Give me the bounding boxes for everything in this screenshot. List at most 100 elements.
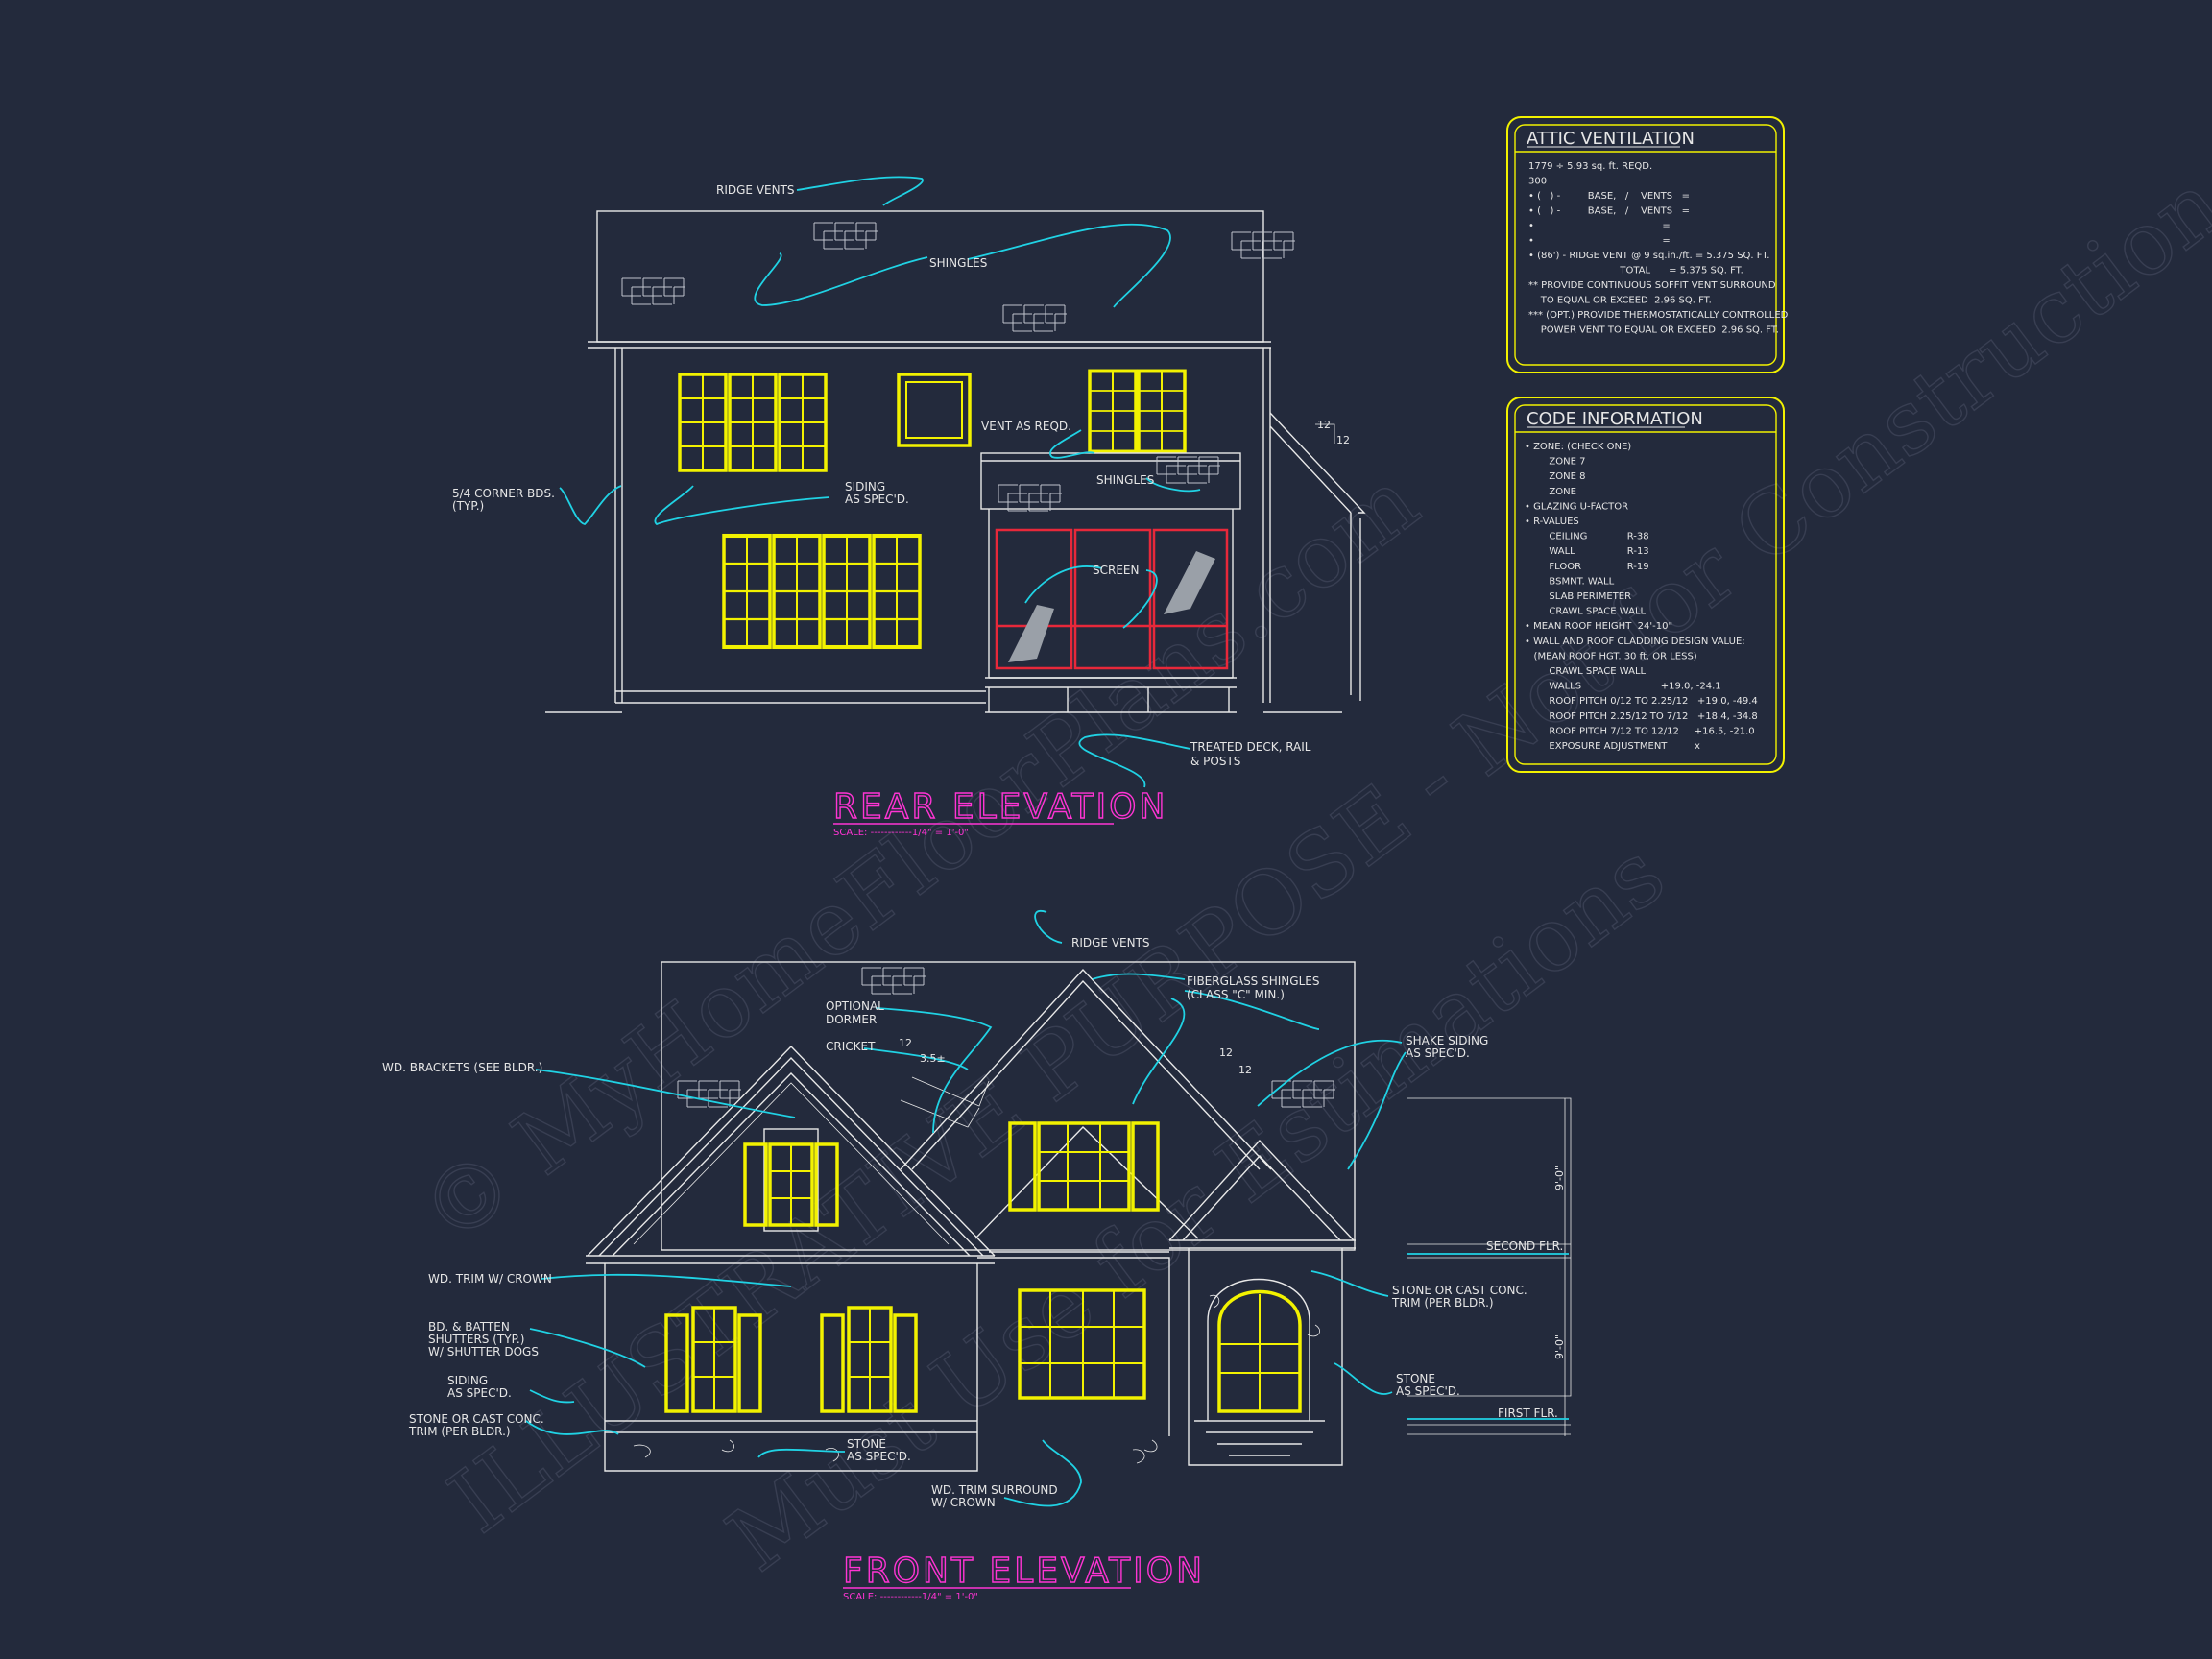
front-label-wd-trim: WD. TRIM W/ CROWN [428, 1272, 552, 1286]
code-information-title: CODE INFORMATION [1527, 409, 1703, 429]
front-elevation-drawing [586, 961, 1356, 1472]
rear-window-group-upper-left [678, 373, 828, 472]
rear-label-siding-spec: AS SPEC'D. [845, 493, 909, 506]
front-windows-center [1018, 1288, 1146, 1400]
front-label-shake-spec: AS SPEC'D. [1406, 1046, 1470, 1060]
front-label-fiberglass: FIBERGLASS SHINGLES [1187, 974, 1319, 988]
rear-window-group-lower [724, 536, 920, 647]
code-information-line: • ZONE: (CHECK ONE) [1525, 442, 1631, 452]
front-labels: RIDGE VENTS FIBERGLASS SHINGLES (CLASS "… [382, 936, 1566, 1509]
watermark: © MyHomeFloorPlans.com ILLUSTRATIVE PURP… [401, 153, 2212, 1592]
front-label-wd-trim-crown: W/ CROWN [931, 1496, 996, 1509]
code-information-line: WALL R-13 [1525, 546, 1649, 557]
code-information-line: CRAWL SPACE WALL [1525, 607, 1647, 617]
front-label-stone-right: STONE [1396, 1372, 1435, 1385]
rear-label-corner-bds-typ: (TYP.) [452, 499, 484, 513]
attic-ventilation-box: ATTIC VENTILATION 1779 ÷ 5.93 sq. ft. RE… [1506, 116, 1789, 373]
attic-ventilation-line: POWER VENT TO EQUAL OR EXCEED 2.96 SQ. F… [1528, 325, 1779, 336]
code-information-line: (MEAN ROOF HGT. 30 ft. OR LESS) [1525, 651, 1697, 661]
front-label-dormer: DORMER [826, 1013, 877, 1026]
front-pitch-a-run: 12 [899, 1037, 912, 1049]
code-information-line: ZONE 8 [1525, 471, 1586, 482]
rear-label-deck-posts: & POSTS [1190, 755, 1240, 768]
rear-label-corner-bds: 5/4 CORNER BDS. [452, 487, 555, 500]
front-label-stone-trim-right-bldr: TRIM (PER BLDR.) [1391, 1296, 1494, 1310]
code-information-line: ROOF PITCH 2.25/12 TO 7/12 +18.4, -34.8 [1525, 711, 1758, 722]
front-label-ridge-vents: RIDGE VENTS [1071, 936, 1150, 950]
code-information-line: ZONE 7 [1525, 457, 1586, 468]
attic-ventilation-line: TO EQUAL OR EXCEED 2.96 SQ. FT. [1528, 296, 1712, 306]
rear-roof [596, 210, 1264, 343]
front-label-second-flr: SECOND FLR. [1486, 1239, 1563, 1253]
rear-label-vent: VENT AS REQD. [981, 420, 1071, 433]
front-elevation-title: FRONT ELEVATION [843, 1551, 1205, 1591]
front-label-optional: OPTIONAL [826, 999, 884, 1013]
attic-ventilation-line: • (86') - RIDGE VENT @ 9 sq.in./ft. = 5.… [1528, 251, 1769, 261]
front-window-left-dormer [743, 1142, 839, 1227]
rear-leaders [559, 176, 1335, 788]
code-information-line: ZONE [1525, 487, 1576, 497]
rear-label-shingles: SHINGLES [929, 256, 987, 270]
rear-elevation-scale: SCALE: ------------1/4" = 1'-0" [833, 828, 969, 838]
front-pitch-b-run: 12 [1219, 1046, 1233, 1059]
front-label-stone-mid-spec: AS SPEC'D. [847, 1450, 911, 1463]
front-pitch-b-rise: 12 [1238, 1064, 1252, 1076]
attic-ventilation-lines: 1779 ÷ 5.93 sq. ft. REQD. 300 • ( ) - BASE… [1528, 161, 1789, 336]
front-label-wd-trim-surround: WD. TRIM SURROUND [931, 1483, 1058, 1497]
front-window-right-dormer [1008, 1121, 1160, 1212]
front-label-stone-trim-left-bldr: TRIM (PER BLDR.) [408, 1425, 511, 1438]
attic-ventilation-line: TOTAL = 5.375 SQ. FT. [1528, 266, 1743, 276]
rear-pitch-rise: 12 [1317, 419, 1331, 431]
rear-label-ridge-vents: RIDGE VENTS [716, 183, 795, 197]
attic-ventilation-line: 300 [1528, 177, 1547, 187]
front-label-fiberglass-class: (CLASS "C" MIN.) [1187, 988, 1285, 1001]
front-entry-door [1194, 1278, 1325, 1456]
rear-porch-roof [980, 452, 1241, 510]
front-label-siding-spec: AS SPEC'D. [447, 1386, 512, 1400]
attic-ventilation-line: • = [1528, 236, 1671, 247]
attic-ventilation-line: • ( ) - BASE, / VENTS = [1528, 191, 1690, 202]
rear-vent-window [897, 373, 972, 447]
code-information-lines: • ZONE: (CHECK ONE) ZONE 7 ZONE 8 ZONE • … [1525, 442, 1758, 752]
front-label-stone-mid: STONE [847, 1437, 886, 1451]
rear-elevation-title: REAR ELEVATION [833, 787, 1167, 827]
front-label-shutters: SHUTTERS (TYP.) [428, 1333, 524, 1346]
rear-window-group-upper-right [1088, 369, 1187, 453]
front-label-shake: SHAKE SIDING [1406, 1034, 1488, 1047]
front-dim-upper: 9'-0" [1553, 1166, 1566, 1190]
code-information-line: • GLAZING U-FACTOR [1525, 501, 1628, 512]
code-information-line: BSMNT. WALL [1525, 576, 1615, 587]
code-information-line: CEILING R-38 [1525, 532, 1649, 542]
rear-elevation-drawing [545, 210, 1366, 713]
rear-label-screen: SCREEN [1093, 564, 1139, 577]
front-label-shutter-dogs: W/ SHUTTER DOGS [428, 1345, 539, 1358]
code-information-line: FLOOR R-19 [1525, 562, 1649, 572]
code-information-box: CODE INFORMATION • ZONE: (CHECK ONE) ZON… [1506, 397, 1785, 773]
code-information-line: • MEAN ROOF HEIGHT 24'-10" [1525, 621, 1672, 632]
front-leaders [525, 909, 1572, 1507]
code-information-line: • WALL AND ROOF CLADDING DESIGN VALUE: [1525, 637, 1745, 647]
rear-label-siding: SIDING [845, 480, 885, 493]
front-pitch-a-rise: 3.5± [920, 1052, 946, 1065]
code-information-line: SLAB PERIMETER [1525, 591, 1631, 602]
front-label-stone-trim-left: STONE OR CAST CONC. [409, 1412, 544, 1426]
rear-label-porch-shingles: SHINGLES [1096, 473, 1154, 487]
front-window-gable-left [763, 1128, 819, 1232]
attic-ventilation-line: • = [1528, 221, 1671, 231]
rear-pitch-run: 12 [1336, 434, 1350, 446]
attic-ventilation-line: 1779 ÷ 5.93 sq. ft. REQD. [1528, 161, 1652, 172]
rear-labels: RIDGE VENTS SHINGLES 5/4 CORNER BDS. (TY… [452, 183, 1350, 768]
front-label-stone-right-spec: AS SPEC'D. [1396, 1384, 1460, 1398]
attic-ventilation-title: ATTIC VENTILATION [1527, 129, 1695, 149]
attic-ventilation-line: • ( ) - BASE, / VENTS = [1528, 206, 1690, 217]
code-information-line: EXPOSURE ADJUSTMENT x [1525, 741, 1700, 752]
front-label-bd-batten: BD. & BATTEN [428, 1320, 510, 1334]
attic-ventilation-line: *** (OPT.) PROVIDE THERMOSTATICALLY CONT… [1528, 310, 1789, 321]
front-background-roof [661, 961, 1356, 1251]
front-label-wd-brackets: WD. BRACKETS (SEE BLDR.) [382, 1061, 542, 1074]
front-windows-lower-left [664, 1306, 918, 1413]
front-elevation-scale: SCALE: ------------1/4" = 1'-0" [843, 1592, 978, 1602]
front-label-cricket: CRICKET [826, 1040, 876, 1053]
front-dim-lower: 9'-0" [1553, 1334, 1566, 1359]
